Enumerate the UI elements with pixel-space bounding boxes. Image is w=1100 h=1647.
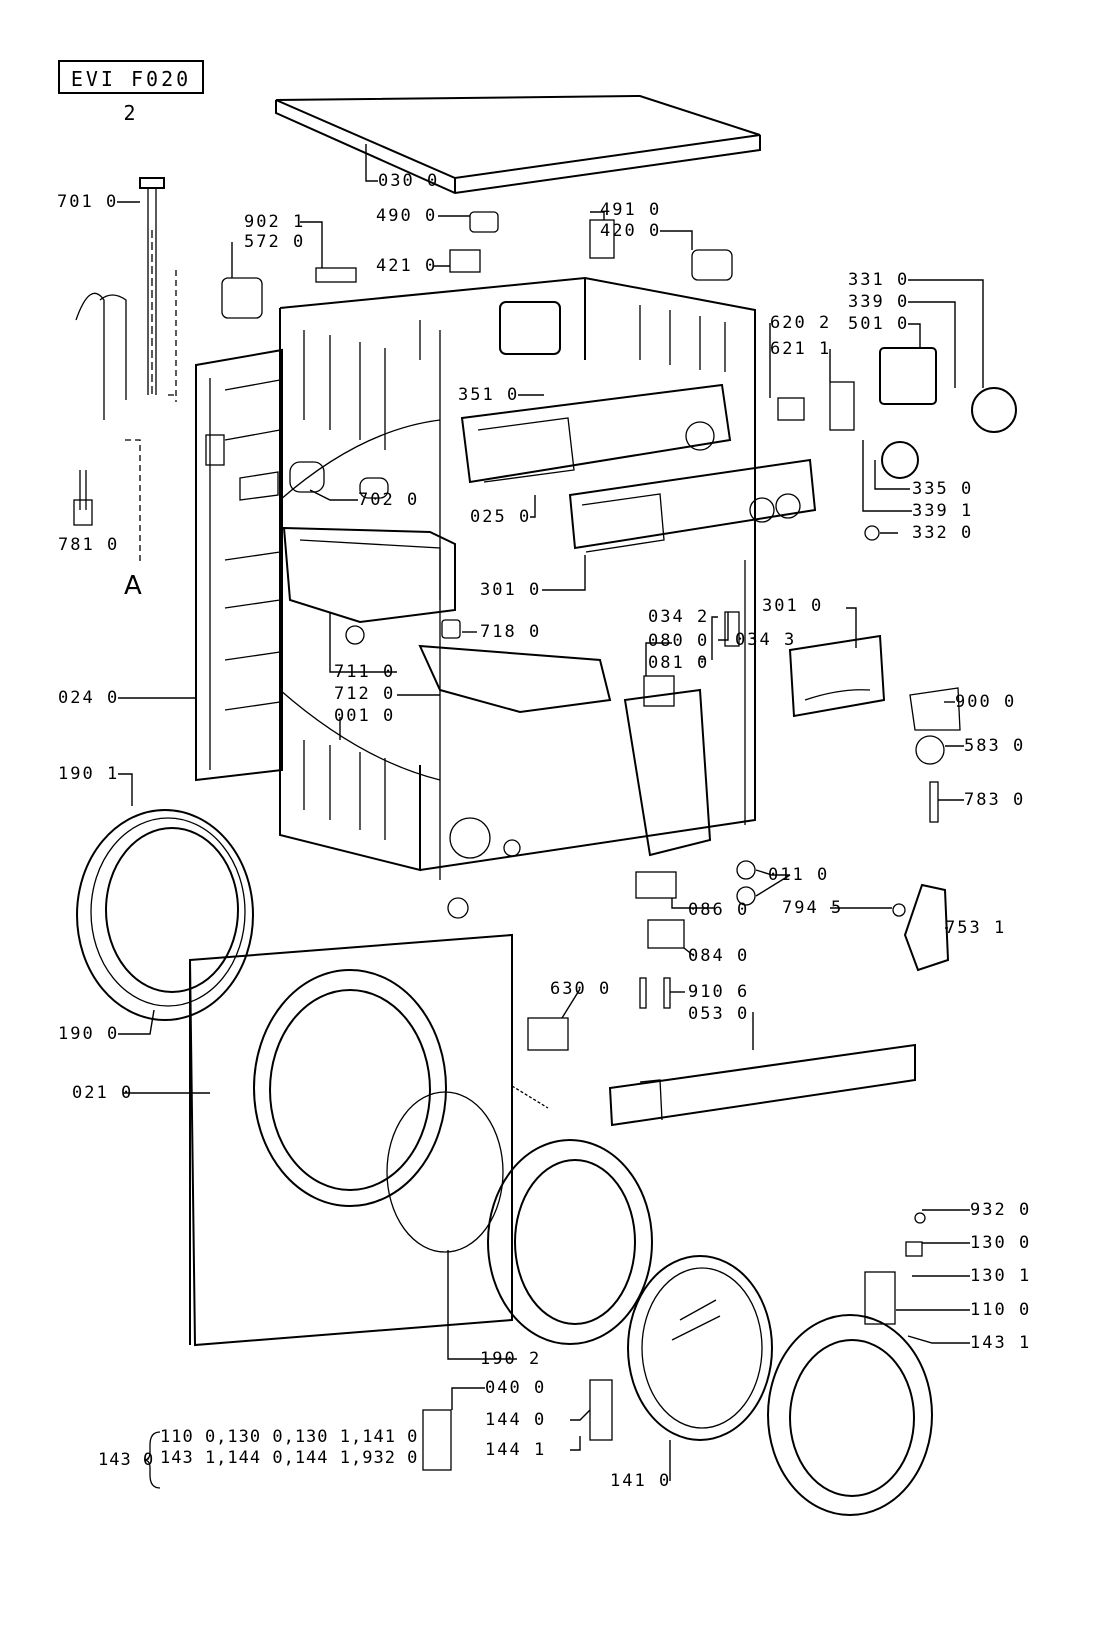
part-label: 712 0: [334, 684, 396, 704]
inlet-hose: [73, 177, 165, 526]
part-label: 081 0: [648, 653, 710, 673]
part-label: 351 0: [458, 385, 520, 405]
side-panel: [195, 348, 283, 782]
part-label: 331 0: [848, 270, 910, 290]
part-label: 421 0: [376, 256, 438, 276]
door-gasket: [76, 809, 254, 1021]
part-label: 053 0: [688, 1004, 750, 1024]
part-label: 630 0: [550, 979, 612, 999]
part-label: 339 0: [848, 292, 910, 312]
kit-parts-line: 143 1,144 0,144 1,932 0: [160, 1448, 419, 1468]
small-parts: [221, 211, 1017, 1471]
part-label: 301 0: [480, 580, 542, 600]
part-label: 086 0: [688, 900, 750, 920]
part-label: 130 1: [970, 1266, 1032, 1286]
part-label: 620 2: [770, 313, 832, 333]
part-label: 080 0: [648, 631, 710, 651]
kit-label: 143 0: [98, 1450, 155, 1470]
panel-cover: [788, 634, 886, 718]
part-label: 190 0: [58, 1024, 120, 1044]
part-label: 034 2: [648, 607, 710, 627]
seal-spring: [511, 1085, 549, 1109]
part-label: 190 2: [480, 1349, 542, 1369]
part-label: 490 0: [376, 206, 438, 226]
kit-parts-line: 110 0,130 0,130 1,141 0: [160, 1427, 419, 1447]
part-label: 783 0: [964, 790, 1026, 810]
part-label: 572 0: [244, 232, 306, 252]
top-cover: [275, 94, 761, 195]
part-label: 781 0: [58, 535, 120, 555]
part-label: 084 0: [688, 946, 750, 966]
part-label: 702 0: [358, 490, 420, 510]
part-label: 794 5: [782, 898, 844, 918]
assembly-guides: [125, 230, 177, 565]
part-label: 144 1: [485, 1440, 547, 1460]
part-label: 491 0: [600, 200, 662, 220]
part-label: 143 1: [970, 1333, 1032, 1353]
cabinet-top-frame: [279, 276, 756, 880]
part-label: 420 0: [600, 221, 662, 241]
part-label: 190 1: [58, 764, 120, 784]
control-panel-frame: [460, 383, 817, 553]
part-label: 932 0: [970, 1200, 1032, 1220]
part-label: 583 0: [964, 736, 1026, 756]
part-label: 144 0: [485, 1410, 547, 1430]
part-label: 030 0: [378, 171, 440, 191]
front-panel: [188, 933, 513, 1347]
part-label: 910 6: [688, 982, 750, 1002]
part-label: 339 1: [912, 501, 974, 521]
part-label: 501 0: [848, 314, 910, 334]
part-label: 753 1: [945, 918, 1007, 938]
door-ring: [487, 1139, 653, 1345]
detergent-box: [282, 526, 612, 714]
plinth: [608, 1043, 916, 1127]
part-label: 021 0: [72, 1083, 134, 1103]
kit-brace: [143, 1431, 161, 1489]
part-label: 025 0: [470, 507, 532, 527]
part-label: 701 0: [57, 192, 119, 212]
part-label: 718 0: [480, 622, 542, 642]
part-label: 001 0: [334, 706, 396, 726]
part-label: 011 0: [768, 865, 830, 885]
door-glass: [627, 1255, 773, 1441]
part-label: 335 0: [912, 479, 974, 499]
part-label: 332 0: [912, 523, 974, 543]
part-label: 034 3: [735, 630, 797, 650]
part-label: 040 0: [485, 1378, 547, 1398]
part-label: 902 1: [244, 212, 306, 232]
part-label: 711 0: [334, 662, 396, 682]
part-label: 141 0: [610, 1471, 672, 1491]
detail-callout-a: A: [124, 571, 142, 601]
door-frame: [767, 1314, 933, 1516]
part-label: 130 0: [970, 1233, 1032, 1253]
leader-lines: [117, 144, 984, 1481]
model-code: EVI F020 2: [58, 60, 204, 125]
part-label: 301 0: [762, 596, 824, 616]
part-label: 621 1: [770, 339, 832, 359]
part-label: 024 0: [58, 688, 120, 708]
part-label: 110 0: [970, 1300, 1032, 1320]
part-label: 900 0: [955, 692, 1017, 712]
